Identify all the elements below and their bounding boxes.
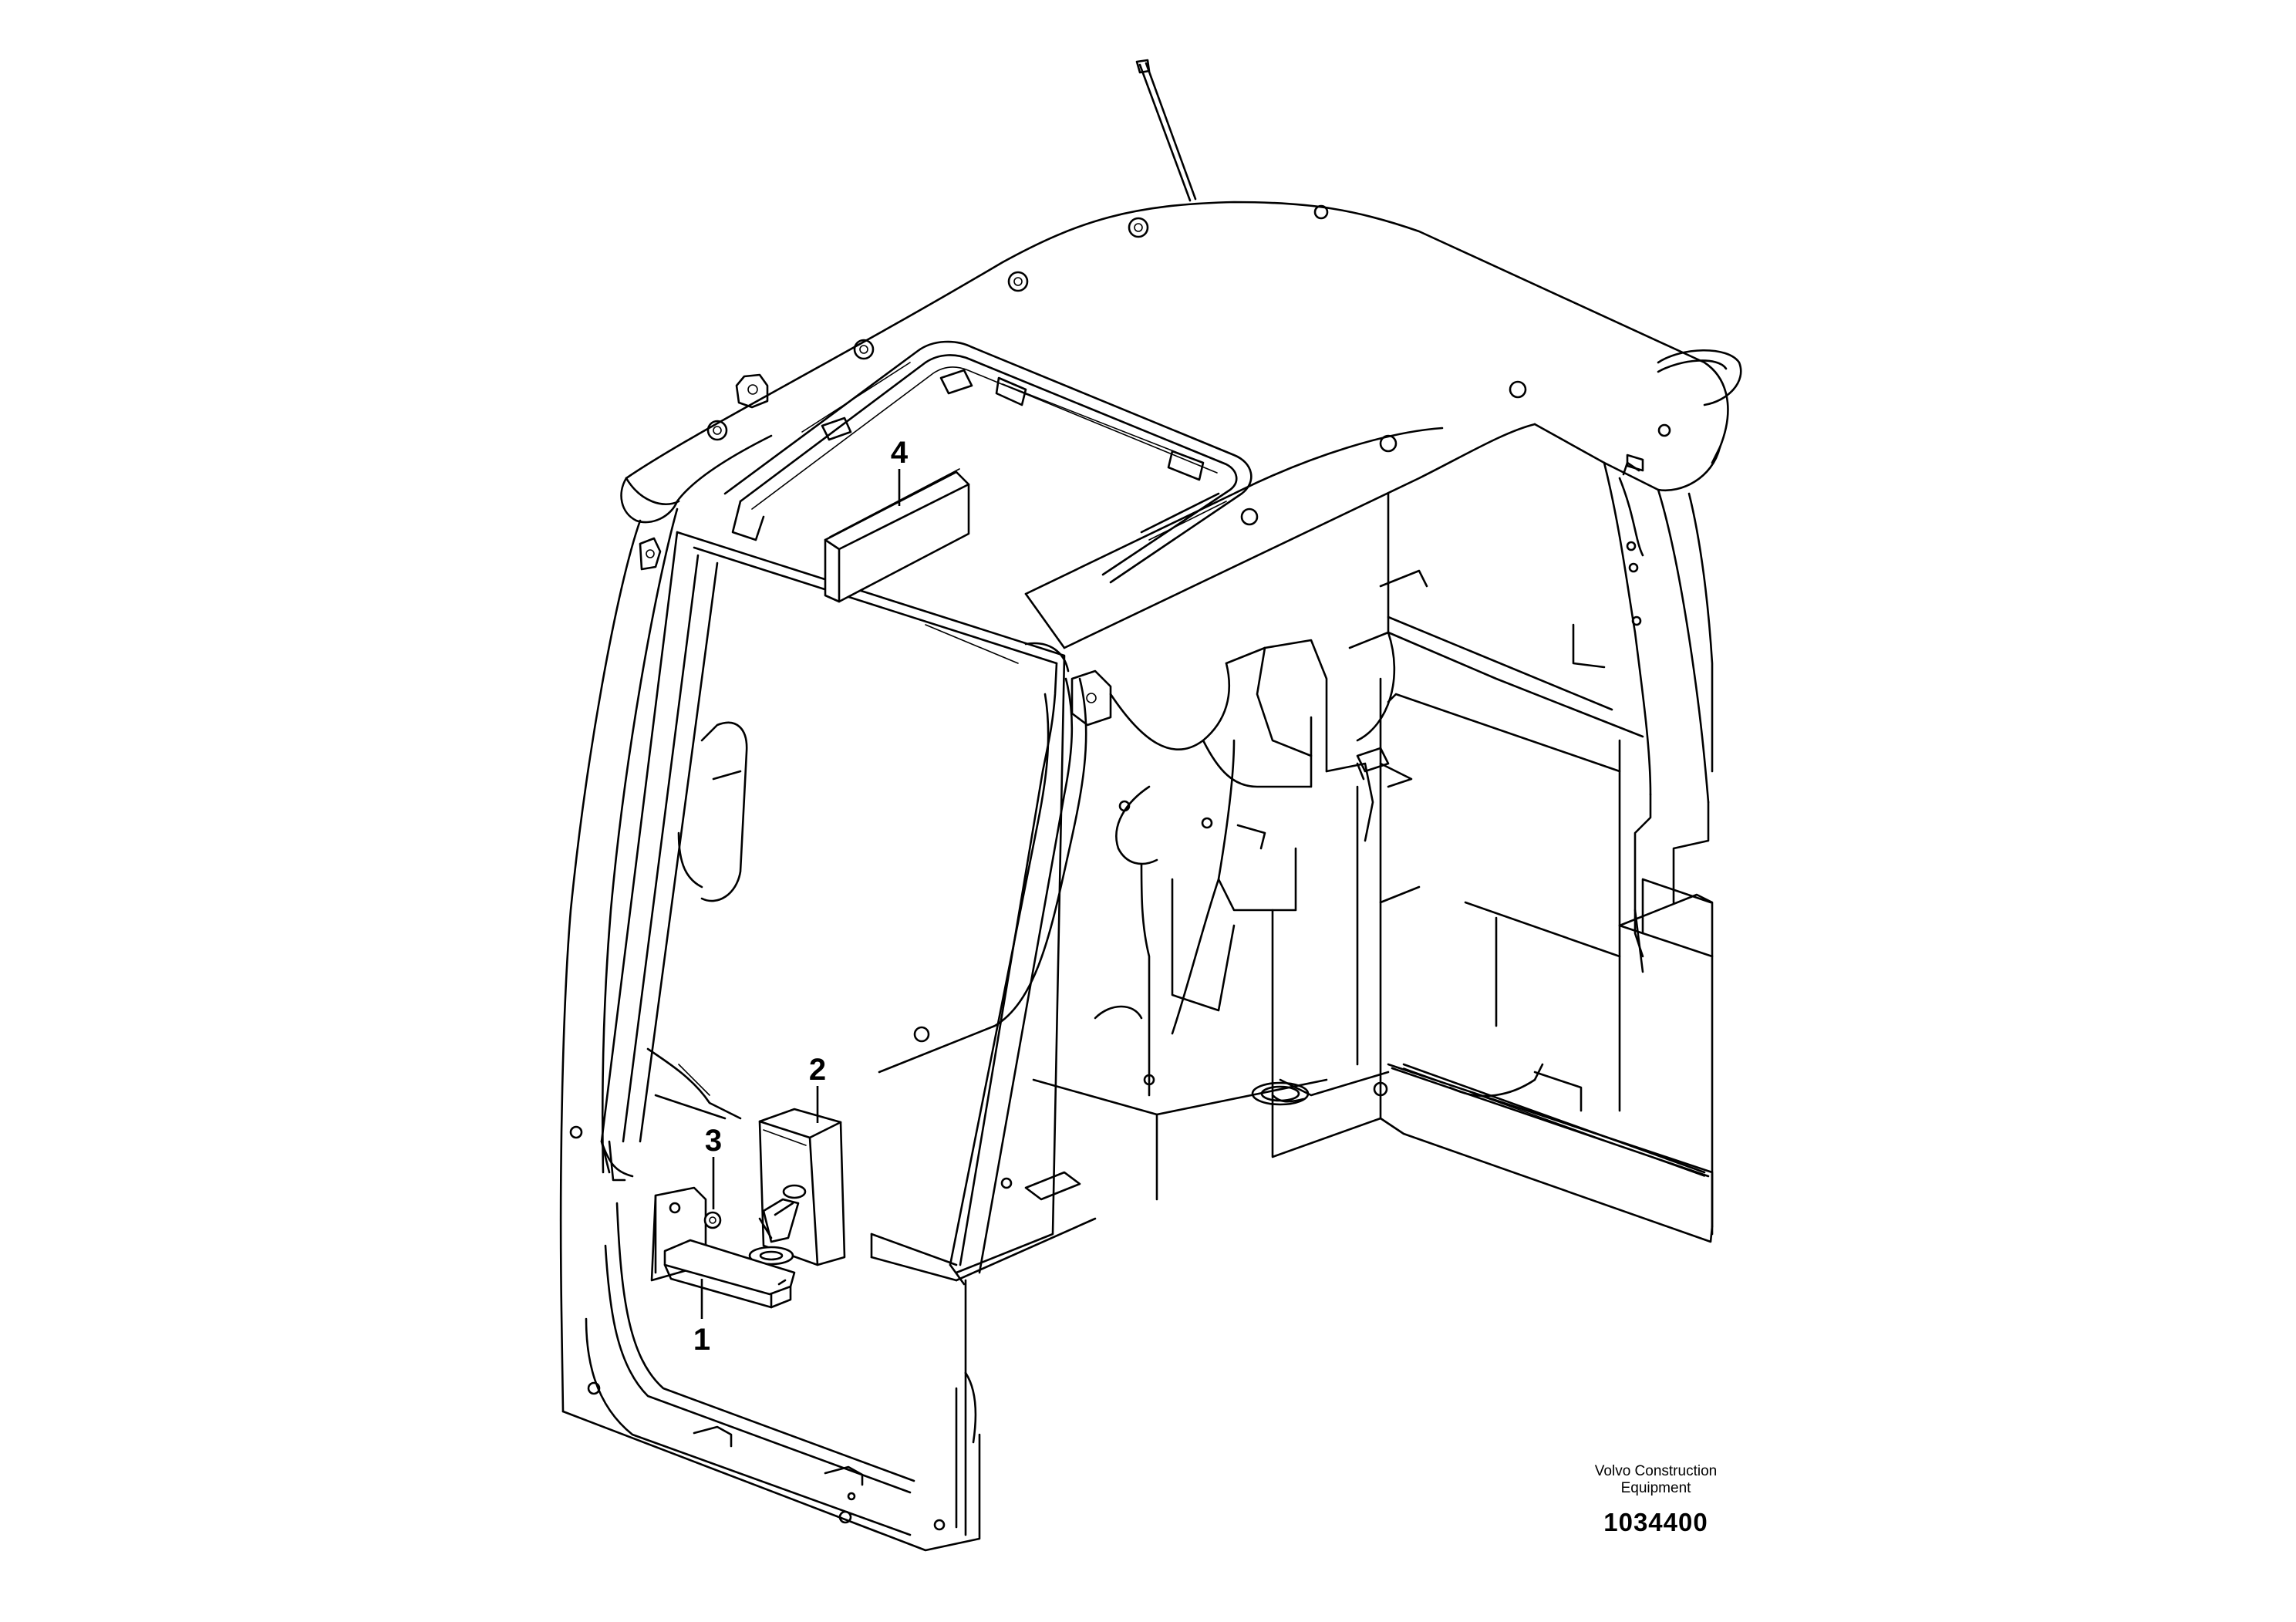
inner-left-panel xyxy=(646,1047,742,1120)
roof-hatch-opening xyxy=(723,340,1253,584)
part-3-nut xyxy=(703,1211,722,1229)
lower-sill xyxy=(870,1217,1097,1536)
part-2-holder xyxy=(748,1108,846,1266)
rear-lower-panel xyxy=(1379,885,1714,1236)
drawing-caption: Volvo Construction Equipment 1034400 xyxy=(1556,1463,1756,1537)
callout-3: 3 xyxy=(705,1124,722,1158)
brand-line-2: Equipment xyxy=(1620,1480,1691,1496)
rear-wall xyxy=(1251,492,1714,1243)
callout-4: 4 xyxy=(891,436,909,470)
callout-leaders xyxy=(700,469,901,1319)
brand-line-1: Volvo Construction xyxy=(1594,1463,1718,1479)
callout-2: 2 xyxy=(809,1053,826,1087)
center-structure xyxy=(878,639,1374,1201)
right-rear-pillar xyxy=(1603,454,1714,973)
callout-labels: 4 2 3 1 xyxy=(693,436,909,1357)
antenna xyxy=(1135,59,1197,202)
part-1-bracket xyxy=(650,1186,796,1309)
left-pillar xyxy=(559,508,981,1552)
windshield-frame xyxy=(600,531,1112,1374)
roof-shell xyxy=(620,201,1742,649)
reference-number: 1034400 xyxy=(1603,1508,1708,1536)
callout-1: 1 xyxy=(693,1323,710,1357)
part-4-block xyxy=(824,468,970,603)
